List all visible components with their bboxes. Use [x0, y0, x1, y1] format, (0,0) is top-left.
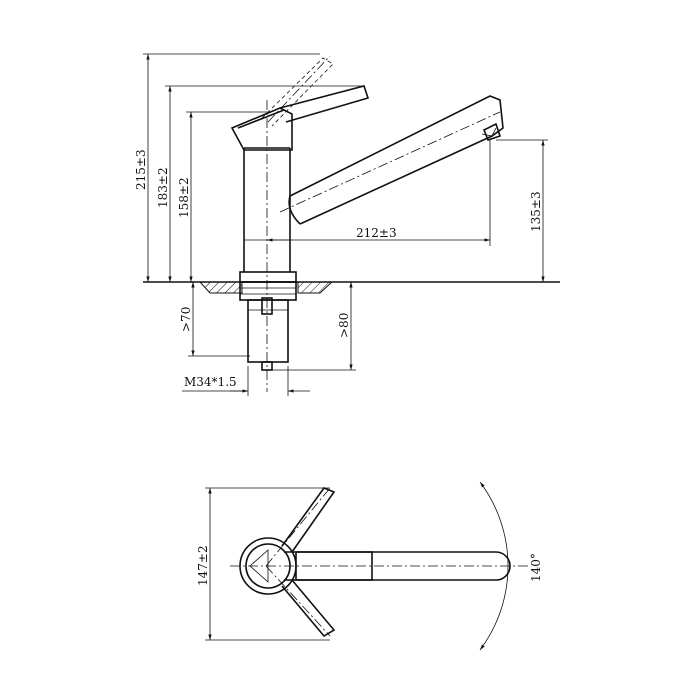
countertop — [143, 281, 560, 294]
lever-handle — [261, 55, 370, 127]
dim-label-183: 183±2 — [156, 167, 170, 208]
dim-overall-height: 215±3 — [134, 53, 320, 282]
dim-swivel-angle: 140° — [479, 481, 543, 651]
dim-label-80: >80 — [337, 313, 351, 338]
dim-label-215: 215±3 — [134, 149, 148, 190]
dim-thread: M34*1.5 — [182, 366, 310, 396]
dim-outlet-height: 135±3 — [496, 139, 548, 282]
top-view-spout — [230, 551, 530, 581]
dim-label-147: 147±2 — [196, 545, 210, 586]
dim-label-thread: M34*1.5 — [184, 375, 237, 389]
dim-body-height: 158±2 — [177, 111, 268, 282]
base-plate — [239, 271, 297, 283]
dim-label-212: 212±3 — [356, 226, 397, 240]
top-view: 147±2 140° — [196, 481, 543, 651]
top-view-handles — [265, 487, 336, 638]
dim-label-135: 135±3 — [529, 191, 543, 232]
dim-label-158: 158±2 — [177, 177, 191, 218]
dim-label-140: 140° — [529, 553, 543, 582]
cartridge-head — [230, 107, 293, 151]
mounting-shank — [239, 281, 297, 371]
dim-top-width: 147±2 — [196, 487, 330, 641]
dim-label-70: >70 — [179, 307, 193, 332]
side-view: 215±3 183±2 158±2 212±3 135±3 — [134, 53, 560, 396]
spout — [279, 95, 504, 225]
faucet-body — [243, 100, 291, 392]
dim-shank-left: >70 — [179, 282, 250, 357]
dim-handle-height: 183±2 — [156, 85, 364, 282]
dim-spout-reach: 212±3 — [267, 140, 491, 246]
dim-shank-right: >80 — [272, 282, 356, 371]
